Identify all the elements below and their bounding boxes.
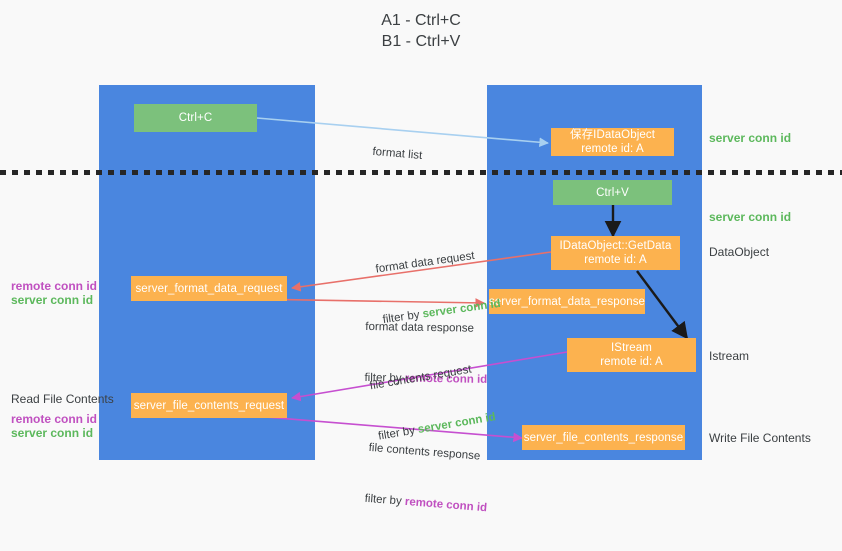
label-server-conn-id-lower: server conn id (11, 426, 94, 440)
label-server-conn-id-mid: server conn id (709, 210, 792, 224)
edge-caption-file-contents-response-line2: filter by remote conn id (364, 491, 488, 518)
box-server-file-contents-response[interactable]: server_file_contents_response (522, 425, 685, 450)
edge-caption-format-list: format list (369, 110, 426, 199)
label-server-conn-id-upper: server conn id (11, 293, 94, 307)
label-dataobject: DataObject (709, 245, 770, 259)
box-ctrl-v[interactable]: Ctrl+V (553, 180, 672, 205)
edge-caption-format-data-request-line1: format data request (374, 249, 476, 276)
edge-caption-file-contents-request-line1: file contents request (368, 363, 473, 393)
dashed-separator (0, 170, 842, 175)
label-remote-conn-id-upper: remote conn id (11, 279, 98, 293)
box-idataobject-getdata[interactable]: IDataObject::GetData remote id: A (551, 236, 680, 270)
label-istream: Istream (709, 349, 750, 363)
box-ctrl-c[interactable]: Ctrl+C (134, 104, 257, 132)
edge-caption-file-contents-response-filter-word: remote conn id (404, 495, 488, 515)
label-write-file-contents: Write File Contents (709, 431, 811, 445)
page-title: A1 - Ctrl+C B1 - Ctrl+V (381, 12, 461, 50)
edge-caption-format-list-line1: format list (371, 145, 423, 163)
box-server-format-data-response[interactable]: server_format_data_response (489, 289, 645, 314)
label-remote-conn-id-lower: remote conn id (11, 412, 98, 426)
box-server-format-data-request[interactable]: server_format_data_request (131, 276, 287, 301)
diagram-canvas: A1 - Ctrl+C B1 - Ctrl+V A1 remote B1 con… (0, 12, 842, 514)
edge-caption-file-contents-response-filter-prefix: filter by (364, 492, 406, 508)
label-read-file-contents: Read File Contents (11, 392, 114, 406)
box-istream[interactable]: IStream remote id: A (567, 338, 696, 372)
edge-caption-file-contents-response: file contents response filter by remote … (361, 406, 494, 551)
label-server-conn-id-top: server conn id (709, 131, 792, 145)
box-save-idataobject[interactable]: 保存IDataObject remote id: A (551, 128, 674, 156)
box-server-file-contents-request[interactable]: server_file_contents_request (131, 393, 287, 418)
edge-caption-file-contents-response-line1: file contents response (368, 441, 481, 463)
